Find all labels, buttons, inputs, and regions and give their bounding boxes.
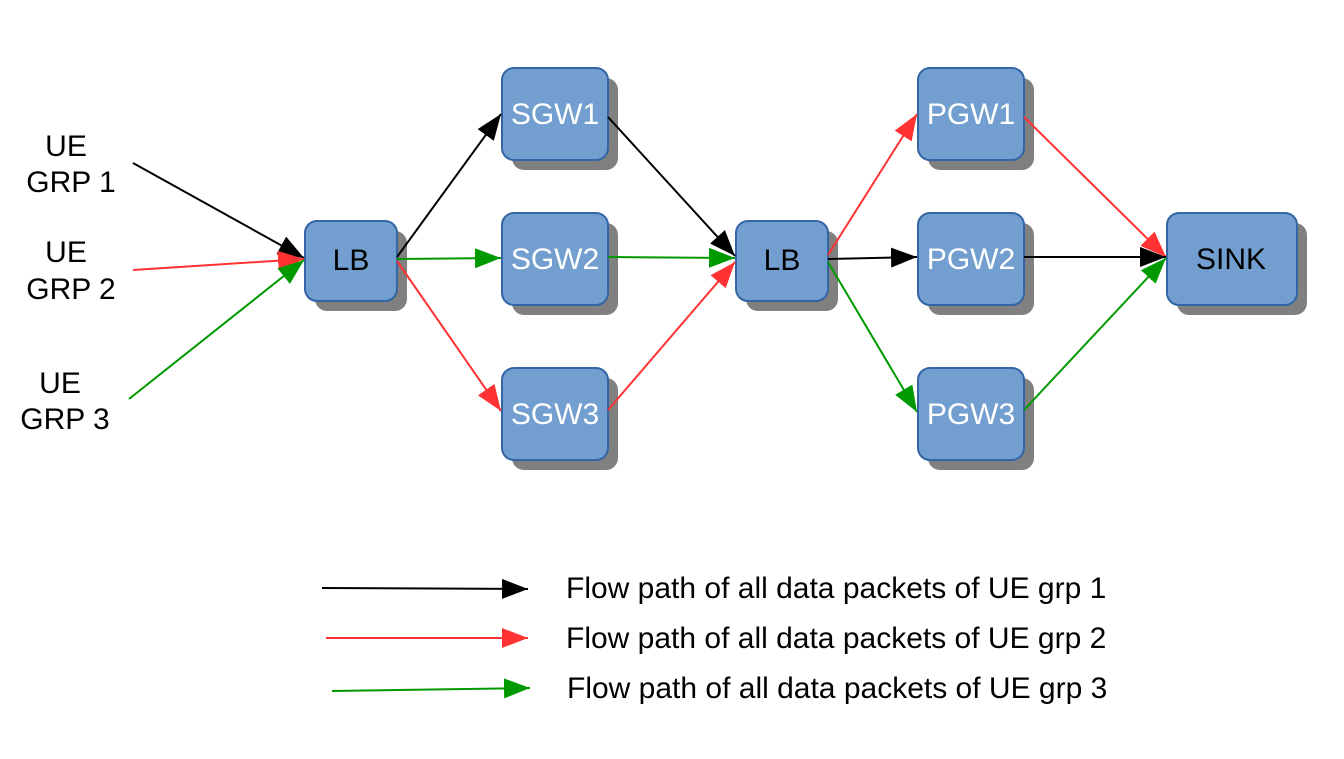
- node-lb-1-label: LB: [333, 244, 370, 277]
- ue-group-2-line2: GRP 2: [26, 273, 116, 306]
- node-sgw2-label: SGW2: [511, 243, 599, 276]
- legend-label-grp3: Flow path of all data packets of UE grp …: [567, 672, 1107, 705]
- edge-ue2-lb1: [132, 250, 305, 271]
- edge-pgw3-sink: [1023, 257, 1167, 411]
- legend-item-grp2: Flow path of all data packets of UE grp …: [326, 622, 1106, 655]
- edge-sgw2-lb2: [607, 247, 736, 268]
- ue-group-2-label: UE GRP 2: [26, 236, 116, 306]
- ue-group-1-line2: GRP 1: [26, 166, 116, 199]
- edge-ue3-lb1: [128, 259, 305, 400]
- node-sgw2: SGW2: [501, 212, 609, 306]
- ue-group-3-label: UE GRP 3: [20, 367, 110, 436]
- node-pgw1-label: PGW1: [927, 98, 1015, 131]
- edge-lb2-pgw1: [827, 113, 918, 256]
- node-sgw1: SGW1: [501, 67, 609, 161]
- edge-ue1-lb1: [132, 162, 305, 259]
- legend: Flow path of all data packets of UE grp …: [321, 572, 1107, 705]
- ue-group-3-line2: GRP 3: [20, 403, 110, 436]
- legend-arrow-grp3: [331, 678, 531, 699]
- edge-lb2-pgw3: [827, 261, 918, 413]
- node-pgw3-label: PGW3: [927, 398, 1015, 431]
- edge-sgw3-lb2: [607, 261, 736, 411]
- node-sink: SINK: [1166, 212, 1298, 306]
- node-pgw3: PGW3: [917, 367, 1025, 461]
- edge-lb1-sgw3: [396, 260, 502, 412]
- legend-arrow-grp1: [321, 578, 529, 599]
- legend-item-grp1: Flow path of all data packets of UE grp …: [321, 572, 1106, 605]
- ue-group-2-line1: UE: [45, 236, 87, 269]
- node-lb-2: LB: [735, 220, 829, 302]
- flow-edges: [128, 113, 1167, 413]
- node-lb-2-label: LB: [764, 244, 801, 277]
- edge-sgw1-lb2: [607, 116, 736, 257]
- node-pgw2-label: PGW2: [927, 243, 1015, 276]
- node-lb-1: LB: [304, 220, 398, 302]
- legend-label-grp2: Flow path of all data packets of UE grp …: [566, 622, 1106, 655]
- node-pgw2: PGW2: [917, 212, 1025, 306]
- legend-label-grp1: Flow path of all data packets of UE grp …: [566, 572, 1106, 605]
- edge-lb1-sgw1: [396, 113, 502, 258]
- edge-pgw1-sink: [1023, 116, 1167, 258]
- node-sgw1-label: SGW1: [511, 98, 599, 131]
- ue-group-1-label: UE GRP 1: [26, 130, 116, 199]
- ue-group-1-line1: UE: [45, 130, 87, 163]
- node-sgw3-label: SGW3: [511, 398, 599, 431]
- ue-group-3-line1: UE: [39, 367, 81, 400]
- node-sink-label: SINK: [1196, 243, 1266, 276]
- edge-lb1-sgw2: [396, 248, 502, 269]
- node-sgw3: SGW3: [501, 367, 609, 461]
- legend-item-grp3: Flow path of all data packets of UE grp …: [331, 672, 1107, 705]
- edge-lb2-pgw2: [827, 247, 918, 268]
- node-pgw1: PGW1: [917, 67, 1025, 161]
